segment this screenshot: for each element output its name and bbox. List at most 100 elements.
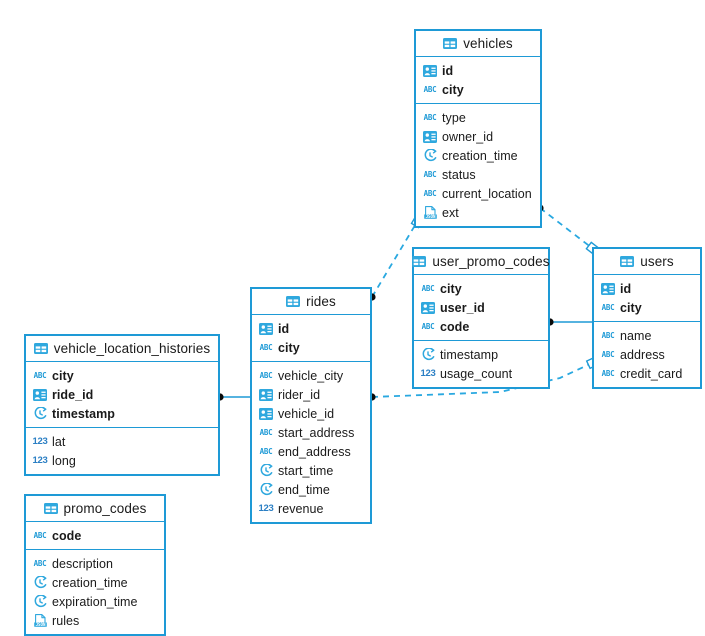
svg-text:JSON: JSON: [35, 622, 45, 627]
abc-text-icon: ABC: [601, 349, 615, 359]
field-row[interactable]: owner_id: [416, 127, 540, 146]
field-name: id: [442, 63, 454, 78]
abc-text-icon: ABC: [423, 188, 437, 198]
table-header[interactable]: users: [594, 249, 700, 275]
abc-text-icon: ABC: [423, 169, 437, 179]
field-name: vehicle_city: [278, 368, 344, 383]
123-number-icon: 123: [32, 435, 48, 447]
field-name: city: [442, 82, 464, 97]
abc-text-icon: ABC: [259, 446, 273, 456]
field-name: start_time: [278, 463, 334, 478]
field-row[interactable]: JSON rules: [26, 611, 164, 630]
field-row[interactable]: ABC status: [416, 165, 540, 184]
relationship-user_promo_codes-to-users[interactable]: [546, 318, 592, 326]
table-header[interactable]: vehicle_location_histories: [26, 336, 218, 362]
field-row[interactable]: 123 long: [26, 451, 218, 470]
table-title: users: [640, 254, 674, 269]
field-name: vehicle_id: [278, 406, 335, 421]
123-number-icon: 123: [420, 367, 436, 379]
id-card-icon: [423, 130, 437, 143]
field-row[interactable]: 123 lat: [26, 432, 218, 451]
clock-icon: [423, 149, 437, 162]
field-name: status: [442, 167, 476, 182]
field-name: expiration_time: [52, 594, 138, 609]
table-grid-icon: [412, 255, 427, 268]
field-name: usage_count: [440, 366, 513, 381]
field-name: address: [620, 347, 665, 362]
abc-text-icon: ABC: [423, 84, 437, 94]
table-title: user_promo_codes: [432, 254, 550, 269]
clock-icon: [259, 464, 273, 477]
field-name: long: [52, 453, 76, 468]
table-header[interactable]: promo_codes: [26, 496, 164, 522]
field-name: lat: [52, 434, 66, 449]
table-header[interactable]: vehicles: [416, 31, 540, 57]
field-row[interactable]: start_time: [252, 461, 370, 480]
field-name: owner_id: [442, 129, 494, 144]
field-row[interactable]: end_time: [252, 480, 370, 499]
field-name: end_time: [278, 482, 330, 497]
field-row[interactable]: creation_time: [416, 146, 540, 165]
field-row[interactable]: ABC city: [416, 80, 540, 99]
id-card-icon: [601, 282, 615, 295]
field-name: user_id: [440, 300, 485, 315]
field-name: ride_id: [52, 387, 94, 402]
abc-text-icon: ABC: [259, 427, 273, 437]
field-name: id: [278, 321, 290, 336]
field-row[interactable]: timestamp: [414, 345, 548, 364]
field-row[interactable]: creation_time: [26, 573, 164, 592]
table-title: vehicle_location_histories: [53, 341, 211, 356]
table-grid-icon: [443, 37, 458, 50]
field-row[interactable]: vehicle_id: [252, 404, 370, 423]
relationship-line: [539, 207, 593, 249]
field-row[interactable]: id: [252, 319, 370, 338]
field-row[interactable]: expiration_time: [26, 592, 164, 611]
abc-text-icon: ABC: [33, 530, 47, 540]
field-row[interactable]: ride_id: [26, 385, 218, 404]
field-row[interactable]: id: [594, 279, 700, 298]
field-name: credit_card: [620, 366, 683, 381]
field-name: city: [278, 340, 300, 355]
field-row[interactable]: timestamp: [26, 404, 218, 423]
field-name: code: [52, 528, 82, 543]
field-name: rules: [52, 613, 80, 628]
123-number-icon: 123: [32, 454, 48, 466]
id-card-icon: [259, 322, 273, 335]
table-header[interactable]: user_promo_codes: [412, 249, 550, 275]
id-card-icon: [423, 64, 437, 77]
field-row[interactable]: ABC address: [594, 345, 700, 364]
field-row[interactable]: ABC credit_card: [594, 364, 700, 383]
field-row[interactable]: id: [416, 61, 540, 80]
field-row[interactable]: 123 usage_count: [414, 364, 548, 383]
table-header[interactable]: rides: [252, 289, 370, 315]
relationship-vehicle_location_histories-to-rides[interactable]: [216, 393, 250, 401]
field-row[interactable]: user_id: [414, 298, 548, 317]
abc-text-icon: ABC: [601, 368, 615, 378]
field-row[interactable]: ABC code: [26, 526, 164, 545]
field-row[interactable]: rider_id: [252, 385, 370, 404]
